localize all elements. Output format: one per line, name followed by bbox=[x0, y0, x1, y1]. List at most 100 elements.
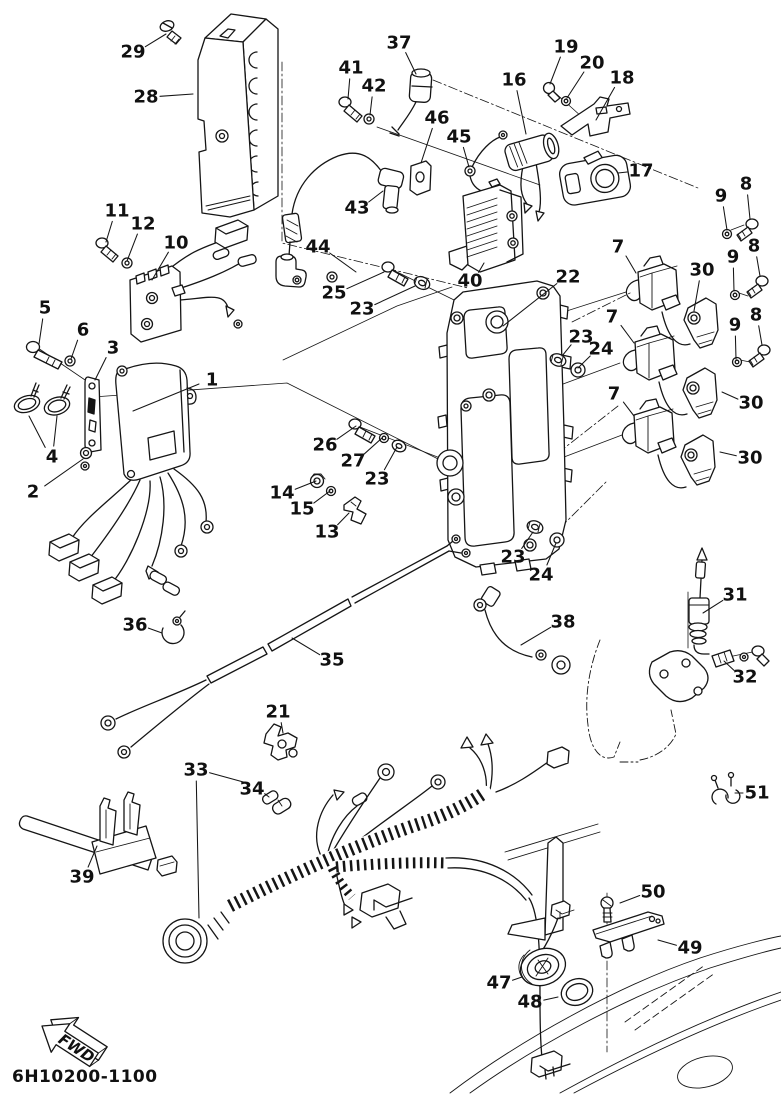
callout-label-23: 23 bbox=[364, 469, 389, 490]
callout-leader-7 bbox=[625, 255, 637, 274]
callout-leader-30 bbox=[721, 391, 739, 400]
ground-lead-35 bbox=[100, 534, 471, 759]
callout-leader-12 bbox=[126, 233, 138, 262]
callout-label-17: 17 bbox=[628, 161, 653, 182]
washer-24a bbox=[570, 362, 586, 378]
lead-wire-38 bbox=[473, 585, 571, 675]
callouts-layer: 2928111210563142374142192018164645174389… bbox=[27, 33, 770, 1013]
bracket-18 bbox=[560, 96, 631, 137]
callout-label-38: 38 bbox=[550, 612, 575, 633]
callout-leader-26 bbox=[336, 425, 357, 440]
grommet-23c bbox=[391, 439, 407, 453]
callout-label-2: 2 bbox=[27, 482, 40, 503]
callout-label-7: 7 bbox=[606, 307, 619, 328]
ignition-coil-7a bbox=[625, 255, 691, 346]
callout-label-45: 45 bbox=[446, 127, 471, 148]
callout-label-41: 41 bbox=[338, 58, 363, 79]
callout-leader-24 bbox=[546, 542, 557, 566]
washer-24b bbox=[549, 532, 565, 548]
callout-leader-32 bbox=[723, 660, 735, 671]
clamp-51 bbox=[710, 771, 741, 805]
cover-panel-28 bbox=[197, 13, 279, 218]
callout-leader-49 bbox=[657, 939, 677, 946]
callout-leader-14 bbox=[294, 480, 317, 490]
callout-label-30: 30 bbox=[738, 393, 763, 414]
cable-holder-39 bbox=[18, 791, 178, 877]
callout-label-18: 18 bbox=[609, 68, 634, 89]
callout-label-37: 37 bbox=[386, 33, 411, 54]
callout-label-27: 27 bbox=[340, 451, 365, 472]
plate-3 bbox=[84, 376, 102, 453]
callout-label-3: 3 bbox=[107, 338, 120, 359]
callout-label-10: 10 bbox=[163, 233, 188, 254]
callout-label-8: 8 bbox=[748, 236, 761, 257]
callout-leader-16 bbox=[516, 90, 527, 135]
callout-leader-20 bbox=[566, 71, 585, 99]
callout-leader-3 bbox=[94, 357, 107, 381]
bracket-49 bbox=[592, 911, 665, 959]
callout-leader-23 bbox=[521, 531, 534, 549]
callout-leader-42 bbox=[369, 96, 373, 116]
callout-label-23: 23 bbox=[568, 327, 593, 348]
callout-label-34: 34 bbox=[239, 779, 264, 800]
thermo-switch-31 bbox=[688, 547, 710, 655]
cable-ties-4 bbox=[13, 382, 71, 416]
callout-leader-24 bbox=[577, 355, 591, 369]
callout-label-46: 46 bbox=[424, 108, 449, 129]
callout-label-20: 20 bbox=[579, 53, 604, 74]
clamp-36 bbox=[161, 610, 186, 645]
mast-bracket bbox=[507, 836, 575, 963]
callout-label-16: 16 bbox=[501, 70, 526, 91]
fwd-arrow: FWD bbox=[41, 1016, 108, 1068]
screw-19 bbox=[542, 81, 561, 103]
nut-14 bbox=[309, 473, 326, 489]
callout-label-19: 19 bbox=[553, 37, 578, 58]
callout-leader-46 bbox=[420, 127, 433, 164]
washer-42 bbox=[363, 113, 375, 125]
clamp-21 bbox=[263, 723, 298, 761]
callout-leader-30 bbox=[693, 280, 700, 312]
coil-washers-9 bbox=[721, 228, 743, 368]
callout-label-42: 42 bbox=[361, 76, 386, 97]
bullet-connector-34 bbox=[261, 790, 292, 815]
callout-leader-29 bbox=[144, 33, 167, 48]
callout-leader-30 bbox=[719, 451, 737, 457]
callout-leader-23 bbox=[383, 446, 398, 471]
callout-label-30: 30 bbox=[737, 448, 762, 469]
callout-label-12: 12 bbox=[130, 214, 155, 235]
callout-label-40: 40 bbox=[457, 271, 482, 292]
callout-label-44: 44 bbox=[305, 237, 330, 258]
callout-label-22: 22 bbox=[555, 267, 580, 288]
bolt-5 bbox=[25, 340, 63, 370]
callout-leader-40 bbox=[478, 262, 485, 273]
callout-leader-31 bbox=[702, 599, 724, 614]
callout-leader-44 bbox=[329, 252, 357, 273]
callout-label-6: 6 bbox=[77, 320, 90, 341]
callout-leader-39 bbox=[87, 845, 98, 868]
control-unit-10 bbox=[129, 219, 257, 343]
clamp-17 bbox=[558, 150, 632, 206]
grommet-47 bbox=[518, 947, 567, 987]
seal-ring-48 bbox=[560, 977, 594, 1007]
lead-wire-43-44 bbox=[275, 152, 383, 288]
bolt-25 bbox=[381, 261, 409, 287]
callout-label-33: 33 bbox=[183, 760, 208, 781]
callout-label-39: 39 bbox=[69, 867, 94, 888]
callout-label-49: 49 bbox=[677, 938, 702, 959]
washer-27 bbox=[378, 432, 390, 444]
callout-leader-5 bbox=[38, 318, 44, 345]
callout-label-50: 50 bbox=[640, 882, 665, 903]
coil-bolts-8 bbox=[736, 218, 771, 368]
callout-label-8: 8 bbox=[740, 174, 753, 195]
callout-label-7: 7 bbox=[612, 237, 625, 258]
ring-45 bbox=[464, 130, 508, 193]
callout-leader-28 bbox=[159, 93, 194, 97]
callout-label-51: 51 bbox=[744, 783, 769, 804]
clamp-13 bbox=[343, 496, 367, 525]
callout-leader-41 bbox=[347, 78, 351, 100]
callout-leader-2 bbox=[44, 458, 84, 487]
callout-leader-8 bbox=[747, 194, 751, 220]
screw-29 bbox=[159, 20, 182, 45]
callout-leader-8 bbox=[756, 256, 761, 277]
